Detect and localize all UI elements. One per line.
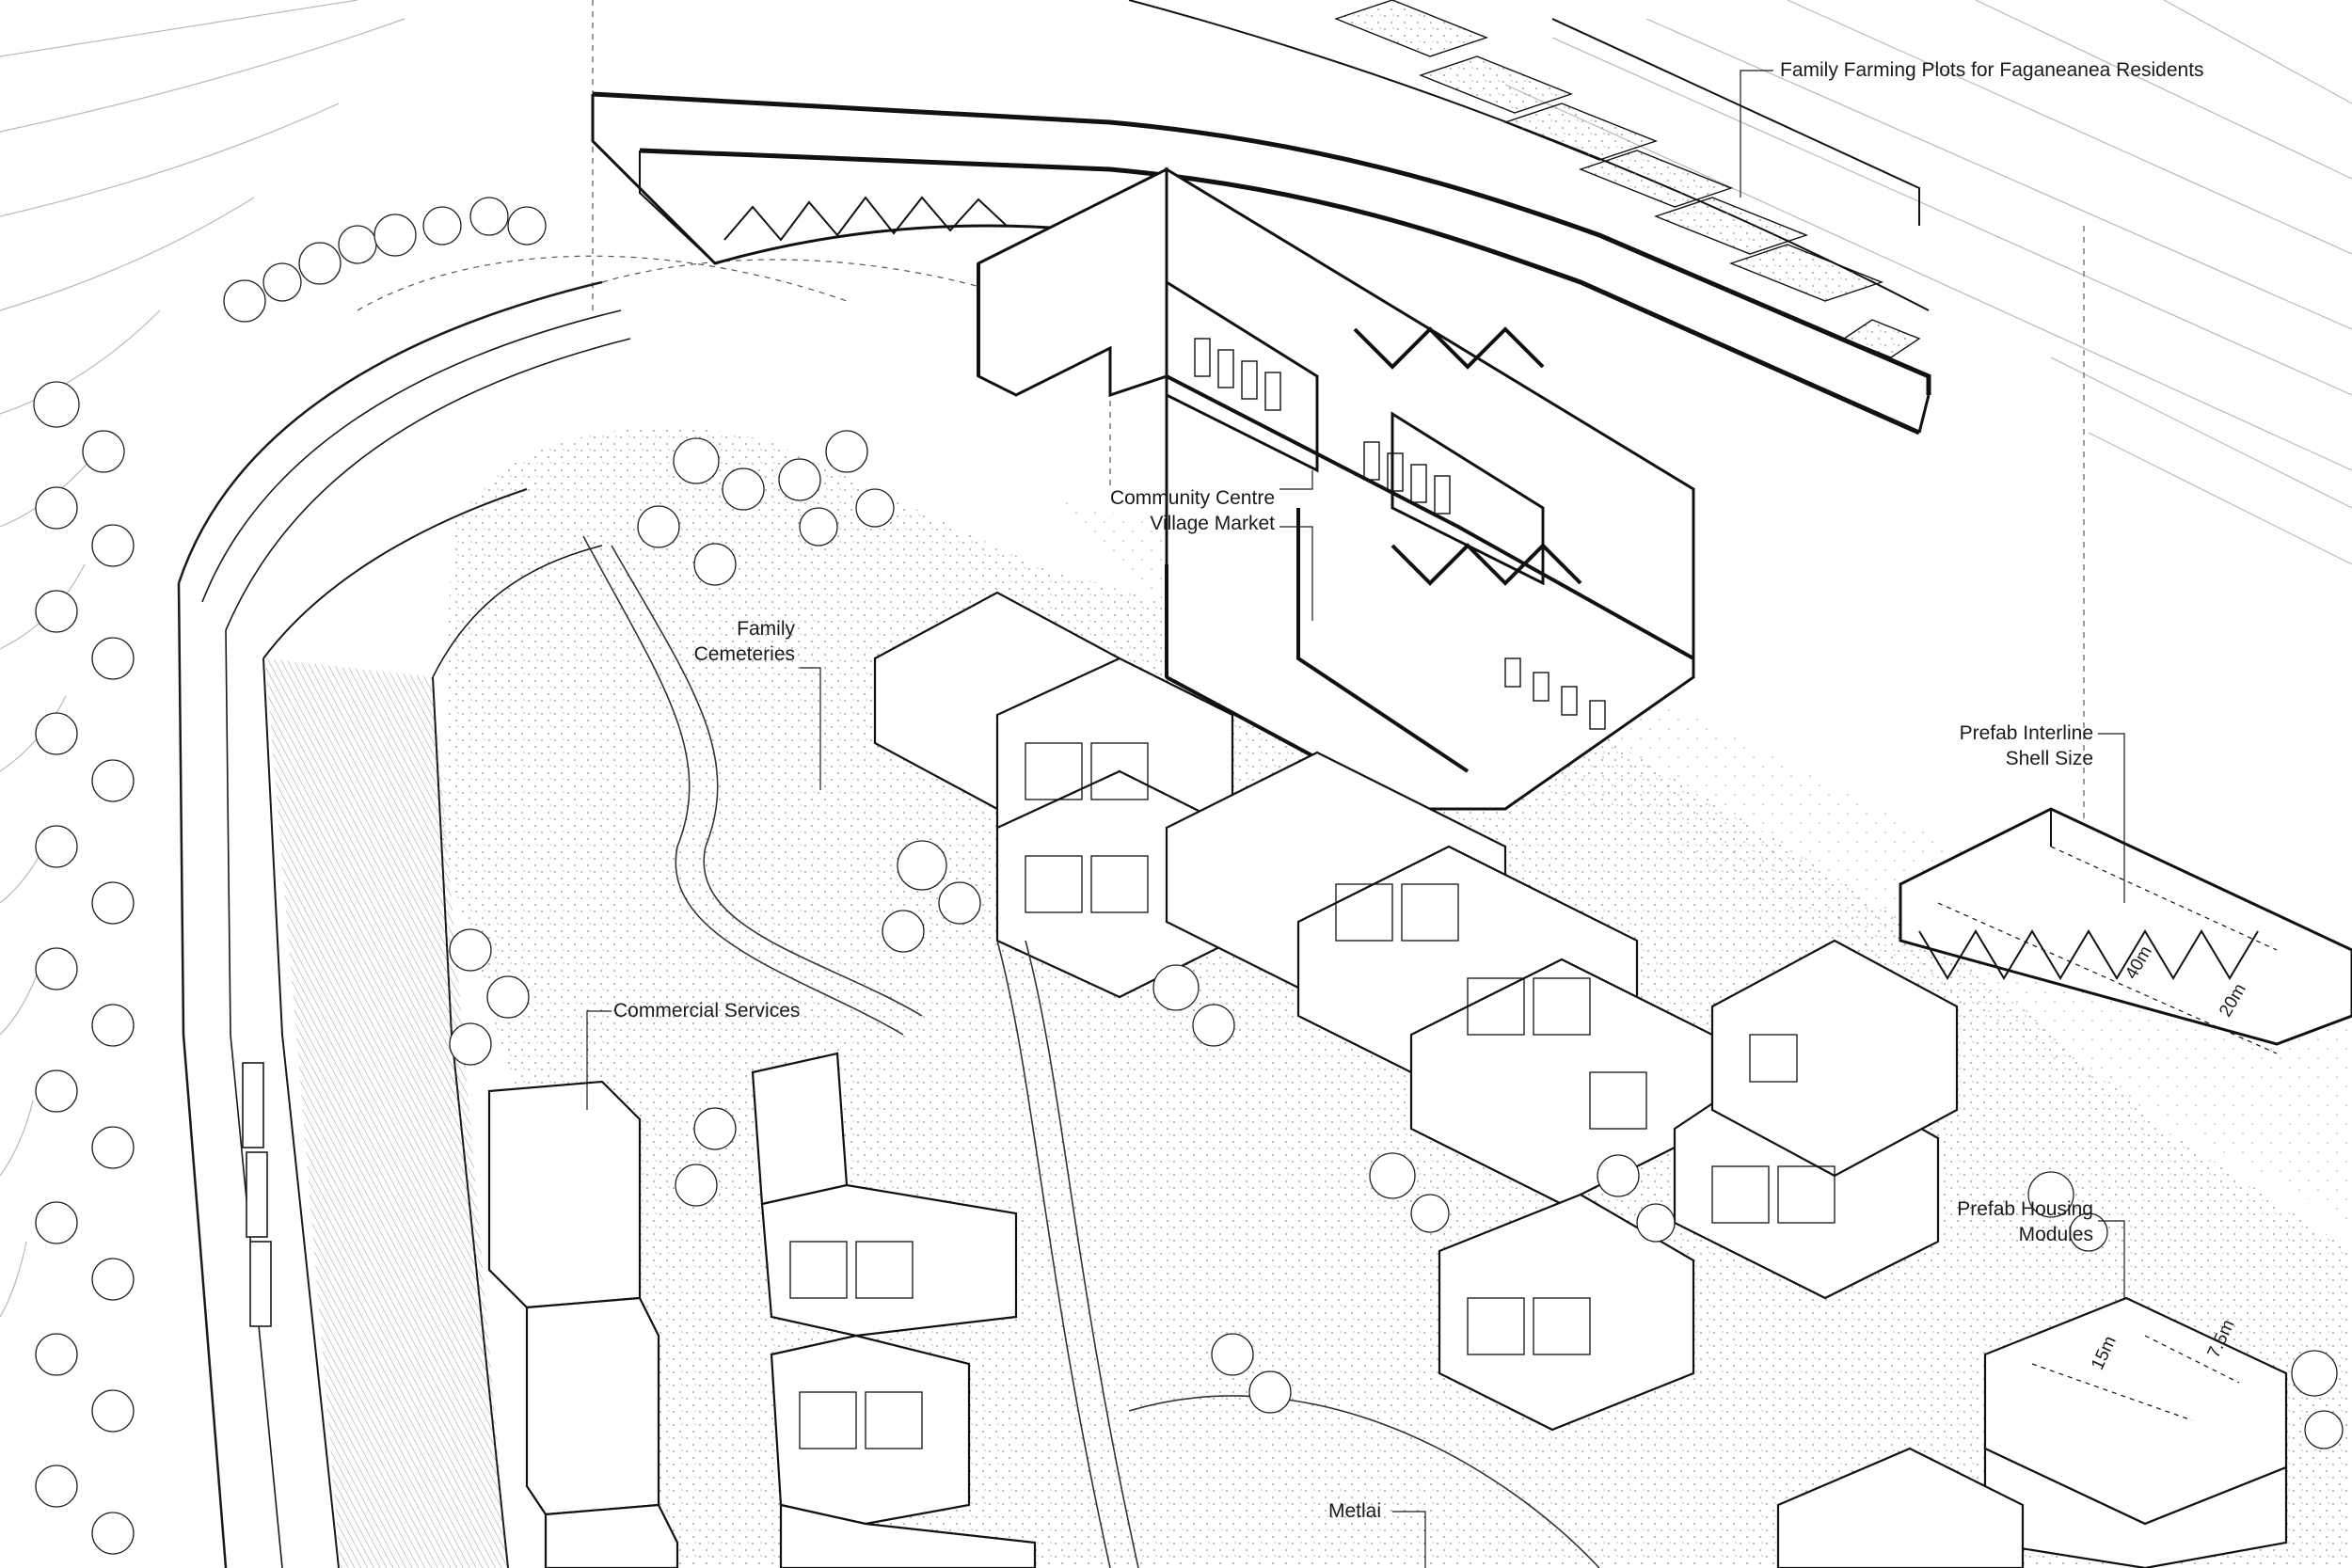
farming-plots <box>1333 0 1921 358</box>
label-community-centre-line1: Community Centre <box>1109 487 1275 509</box>
train <box>242 1062 272 1327</box>
label-family-cemeteries-line2: Cemeteries <box>693 643 795 665</box>
label-family-cemeteries-line1: Family <box>737 618 795 640</box>
label-prefab-interline-line2: Shell Size <box>2005 748 2093 769</box>
upper-truss <box>723 196 1008 242</box>
label-prefab-housing: Prefab Housing Modules <box>1919 1196 2093 1247</box>
road-surface <box>265 658 508 1568</box>
label-family-cemeteries: Family Cemeteries <box>602 616 795 667</box>
label-metlai: Metlai <box>1328 1500 1382 1522</box>
label-commercial-services: Commercial Services <box>613 1000 801 1022</box>
label-prefab-interline: Prefab Interline Shell Size <box>1929 721 2093 771</box>
residential-blocks <box>487 591 2288 1568</box>
projection-lines <box>357 0 2085 828</box>
label-prefab-housing-line2: Modules <box>2018 1224 2093 1245</box>
label-farming-plots: Family Farming Plots for Faganeanea Resi… <box>1780 59 2204 81</box>
leader-lines <box>586 70 2125 1568</box>
label-community-centre: Community Centre Village Market <box>1044 485 1275 536</box>
lower-interline-shell <box>1899 807 2352 1046</box>
windows <box>789 742 1836 1449</box>
label-prefab-housing-line1: Prefab Housing <box>1957 1198 2093 1220</box>
footpaths <box>582 535 1600 1568</box>
label-prefab-interline-line1: Prefab Interline <box>1959 722 2093 744</box>
interline-dimension-lines <box>1937 846 2278 1054</box>
module-dimension-lines <box>2031 1335 2240 1421</box>
market-stalls <box>1194 338 1606 730</box>
label-village-market-line2: Village Market <box>1150 513 1275 534</box>
tree-canopies <box>33 197 2344 1555</box>
